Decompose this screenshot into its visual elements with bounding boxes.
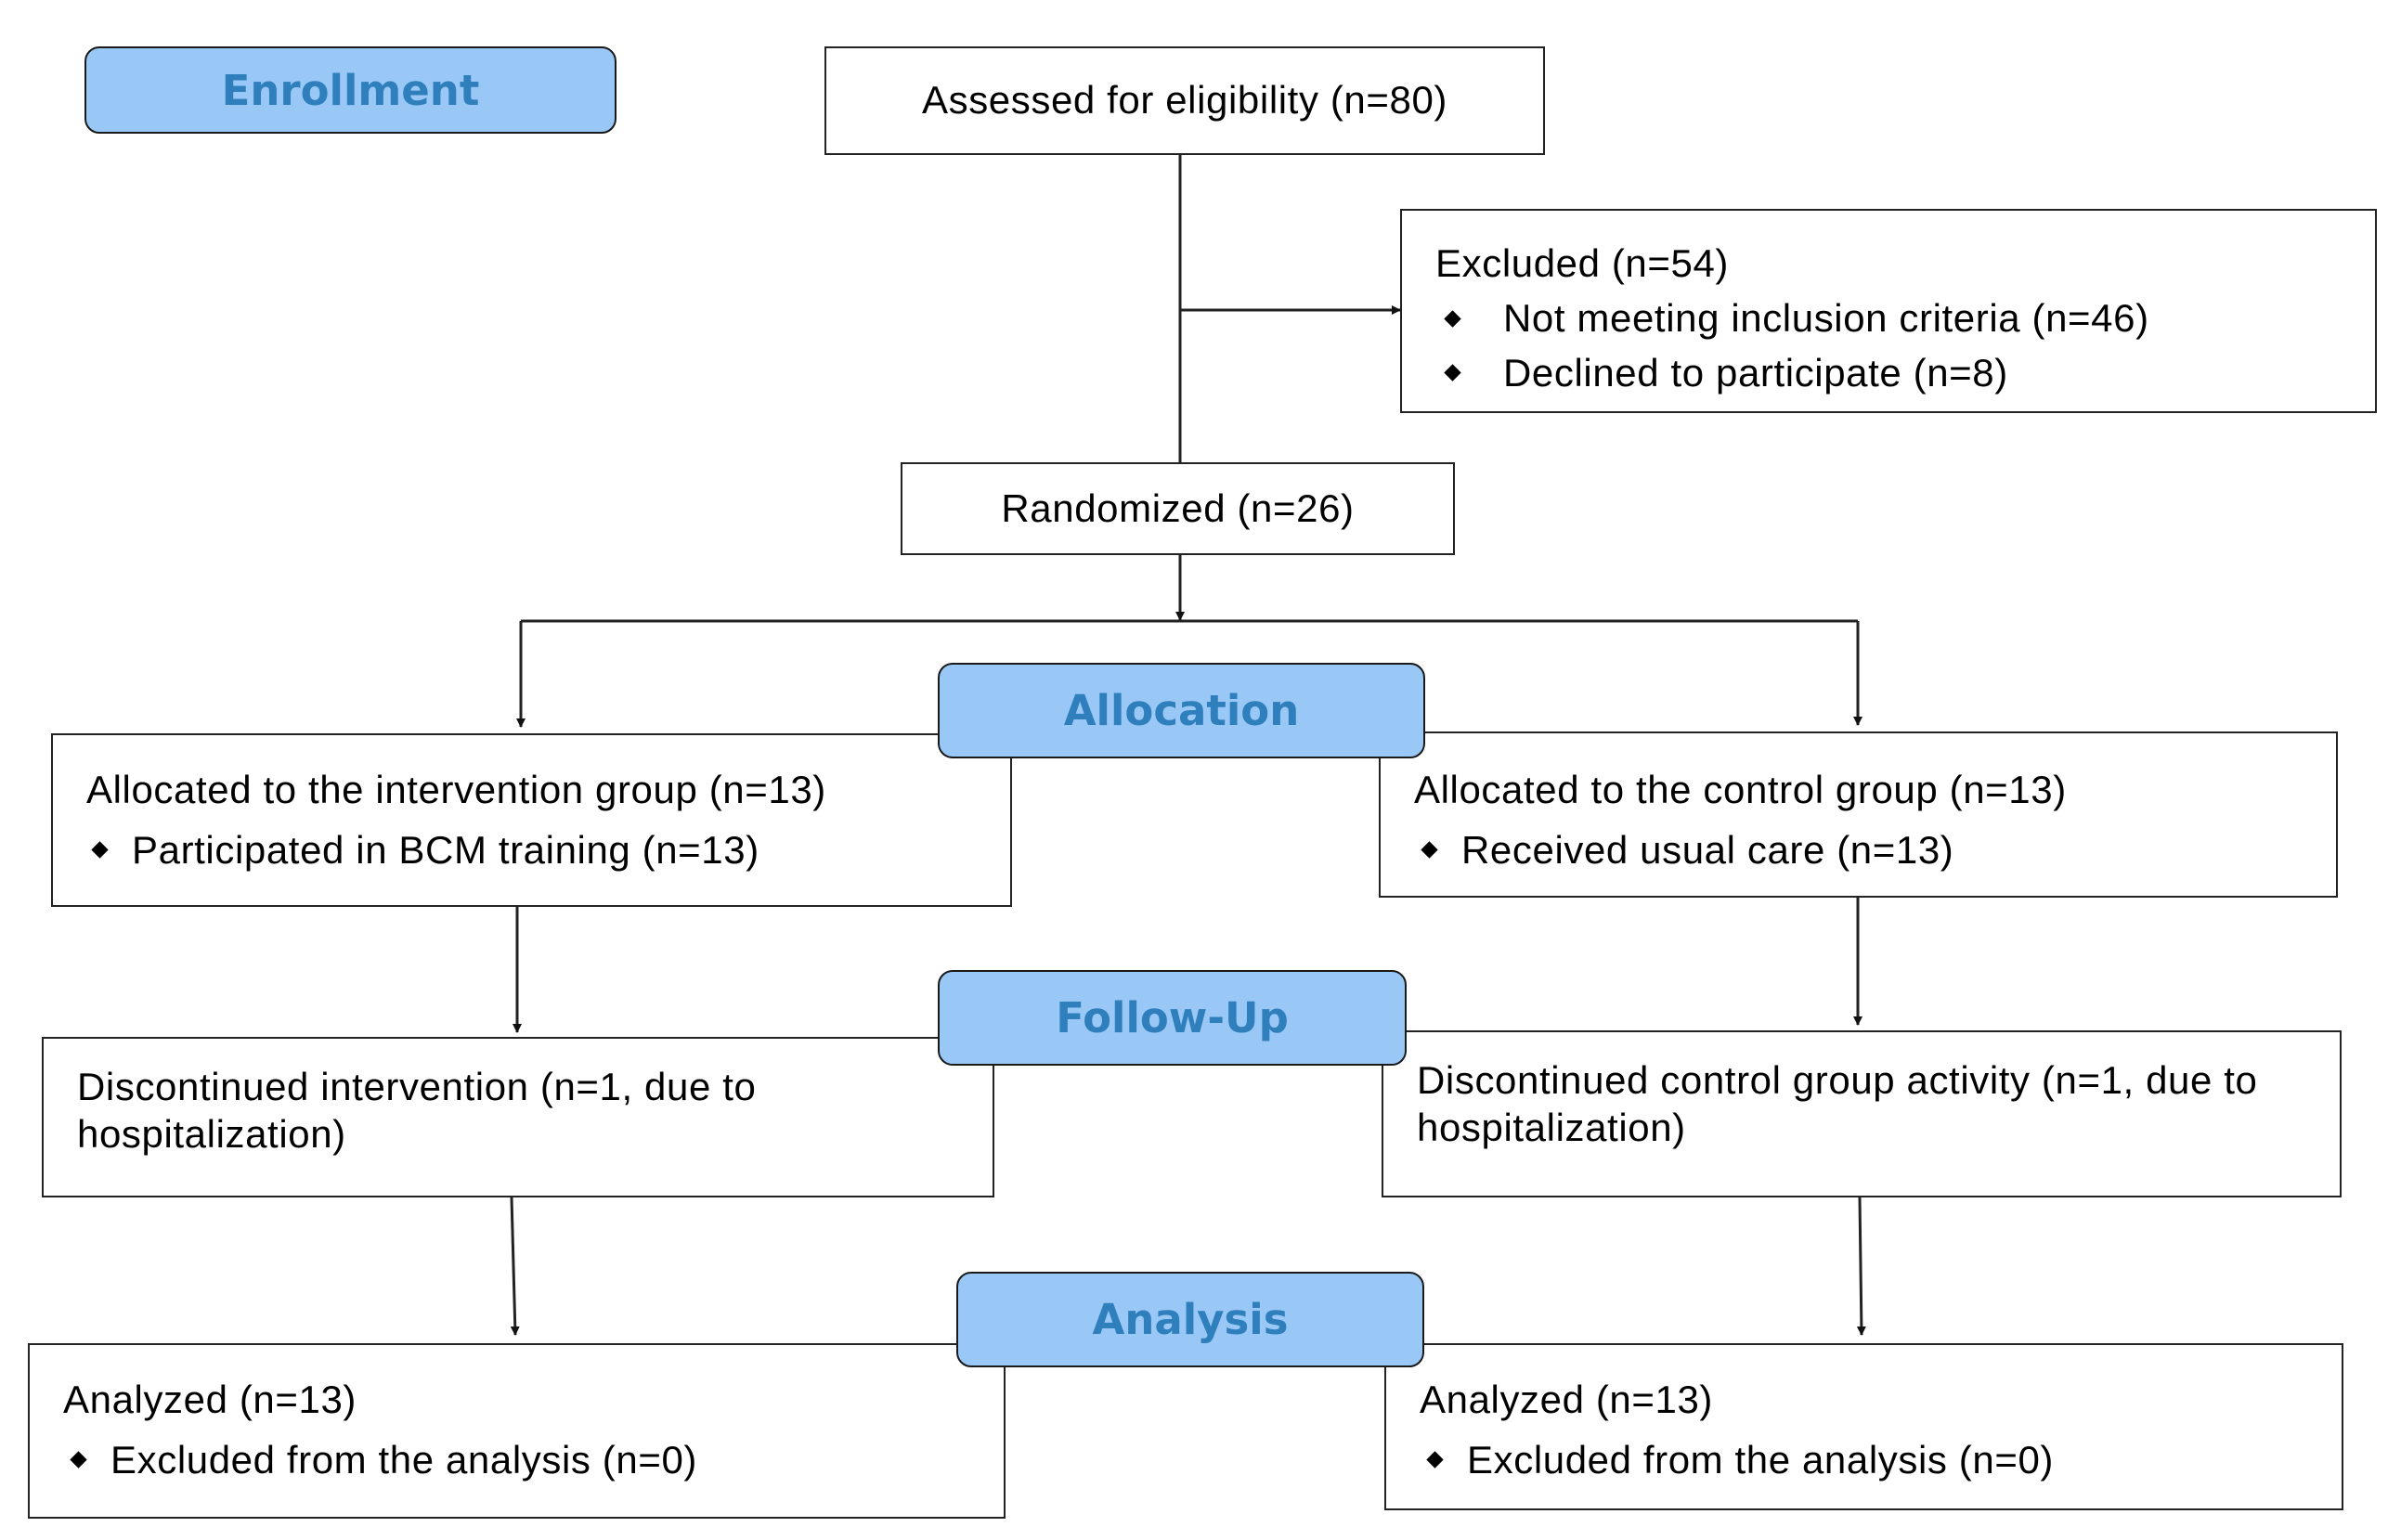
assessed-text: Assessed for eligibility (n=80) [921,78,1447,123]
intervention-allocated-item: Participated in BCM training (n=13) [86,820,1010,880]
control-analyzed-box: Analyzed (n=13) Excluded from the analys… [1384,1343,2343,1510]
enrollment-stage-text: Enrollment [221,65,480,115]
allocation-stage-text: Allocation [1063,686,1300,735]
randomized-text: Randomized (n=26) [1001,485,1355,530]
excluded-item-inclusion: Not meeting inclusion criteria (n=46) [1435,291,2375,346]
bullet-diamond-icon [91,841,109,859]
control-allocated-box: Allocated to the control group (n=13) Re… [1379,731,2338,898]
intervention-followup-to-analysis-arrow [510,1197,520,1336]
intervention-allocated-item-text: Participated in BCM training (n=13) [132,828,759,873]
bullet-diamond-icon [1444,309,1461,328]
allocation-stage-label: Allocation [938,663,1425,758]
intervention-analyzed-item: Excluded from the analysis (n=0) [63,1430,1004,1490]
intervention-analyzed-text: Analyzed (n=13) [63,1378,357,1421]
excluded-item-inclusion-text: Not meeting inclusion criteria (n=46) [1503,295,2149,340]
intervention-followup-text: Discontinued intervention (n=1, due to h… [77,1065,757,1157]
intervention-analyzed-item-text: Excluded from the analysis (n=0) [110,1438,697,1482]
bullet-diamond-icon [70,1451,87,1469]
enrollment-stage-label: Enrollment [84,46,616,134]
control-analyzed-text: Analyzed (n=13) [1420,1378,1714,1421]
excluded-item-declined: Declined to participate (n=8) [1435,346,2375,401]
control-allocated-text: Allocated to the control group (n=13) [1414,768,2067,811]
bullet-diamond-icon [1421,841,1438,859]
excluded-box: Excluded (n=54) Not meeting inclusion cr… [1400,209,2377,413]
control-followup-text: Discontinued control group activity (n=1… [1417,1058,2258,1150]
control-followup-to-analysis-arrow [1856,1197,1866,1336]
randomized-box: Randomized (n=26) [901,462,1455,555]
intervention-allocated-box: Allocated to the intervention group (n=1… [51,733,1012,907]
bullet-diamond-icon [1444,364,1461,382]
control-analyzed-item-text: Excluded from the analysis (n=0) [1467,1438,2054,1482]
follow-up-stage-text: Follow-Up [1056,993,1289,1042]
intervention-analyzed-box: Analyzed (n=13) Excluded from the analys… [28,1343,1006,1519]
control-followup-box: Discontinued control group activity (n=1… [1382,1030,2342,1197]
intervention-allocated-text: Allocated to the intervention group (n=1… [86,768,826,811]
excluded-title: Excluded (n=54) [1435,241,1730,285]
control-allocated-item: Received usual care (n=13) [1414,820,2336,880]
analysis-stage-label: Analysis [956,1272,1424,1367]
control-allocated-item-text: Received usual care (n=13) [1461,828,1954,873]
follow-up-stage-label: Follow-Up [938,970,1407,1066]
intervention-followup-box: Discontinued intervention (n=1, due to h… [42,1037,994,1197]
excluded-item-declined-text: Declined to participate (n=8) [1503,350,2008,395]
analysis-stage-text: Analysis [1092,1295,1289,1344]
bullet-diamond-icon [1426,1451,1444,1469]
control-analyzed-item: Excluded from the analysis (n=0) [1420,1430,2342,1490]
assessed-box: Assessed for eligibility (n=80) [824,46,1545,155]
